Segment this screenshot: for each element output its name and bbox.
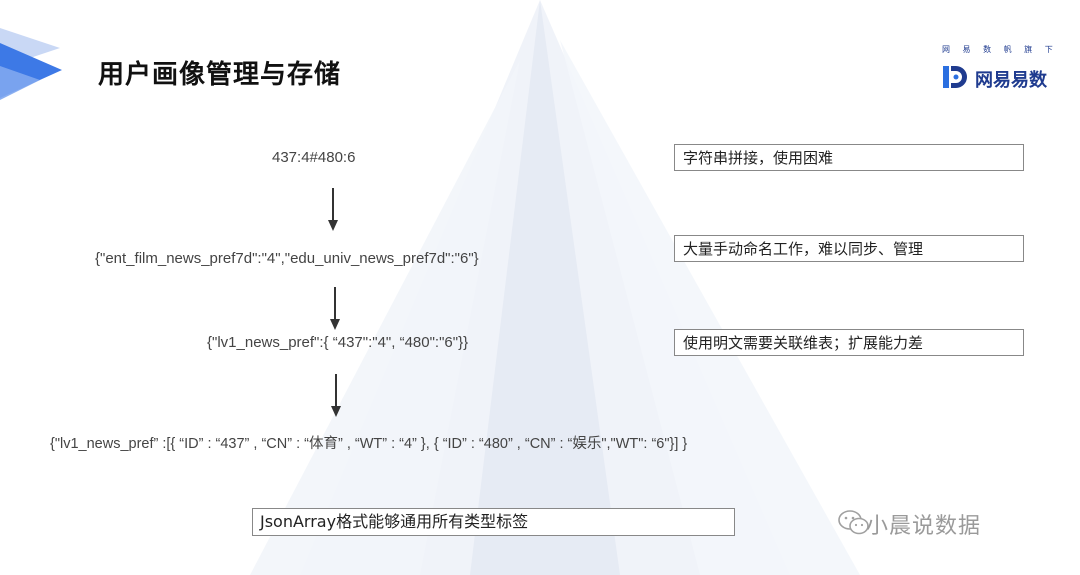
- note-manual-naming: 大量手动命名工作，难以同步、管理: [674, 235, 1024, 262]
- step-1-text: 437:4#480:6: [272, 149, 356, 166]
- logo-tagline: 网 易 数 帆 旗 下: [942, 45, 1058, 54]
- down-arrow-icon: [330, 287, 340, 330]
- step-2-text: {"ent_film_news_pref7d":"4","edu_univ_ne…: [95, 250, 479, 267]
- netease-logo-icon: [943, 66, 967, 88]
- summary-box: JsonArray格式能够通用所有类型标签: [252, 508, 735, 536]
- corner-chevron-decoration: [0, 28, 62, 100]
- note-plaintext-dimension: 使用明文需要关联维表；扩展能力差: [674, 329, 1024, 356]
- note-string-concat: 字符串拼接，使用困难: [674, 144, 1024, 171]
- down-arrow-icon: [328, 188, 338, 231]
- logo-name: 网易易数: [975, 70, 1047, 91]
- page-title: 用户画像管理与存储: [98, 60, 342, 90]
- watermark-text: 小晨说数据: [866, 514, 982, 539]
- step-4-text: {"lv1_news_pref” :[{ “ID” : “437” , “CN”…: [50, 436, 688, 452]
- wechat-icon: [838, 510, 869, 535]
- down-arrow-icon: [331, 374, 341, 417]
- step-3-text: {"lv1_news_pref":{ “437":"4", “480":"6"}…: [207, 334, 469, 351]
